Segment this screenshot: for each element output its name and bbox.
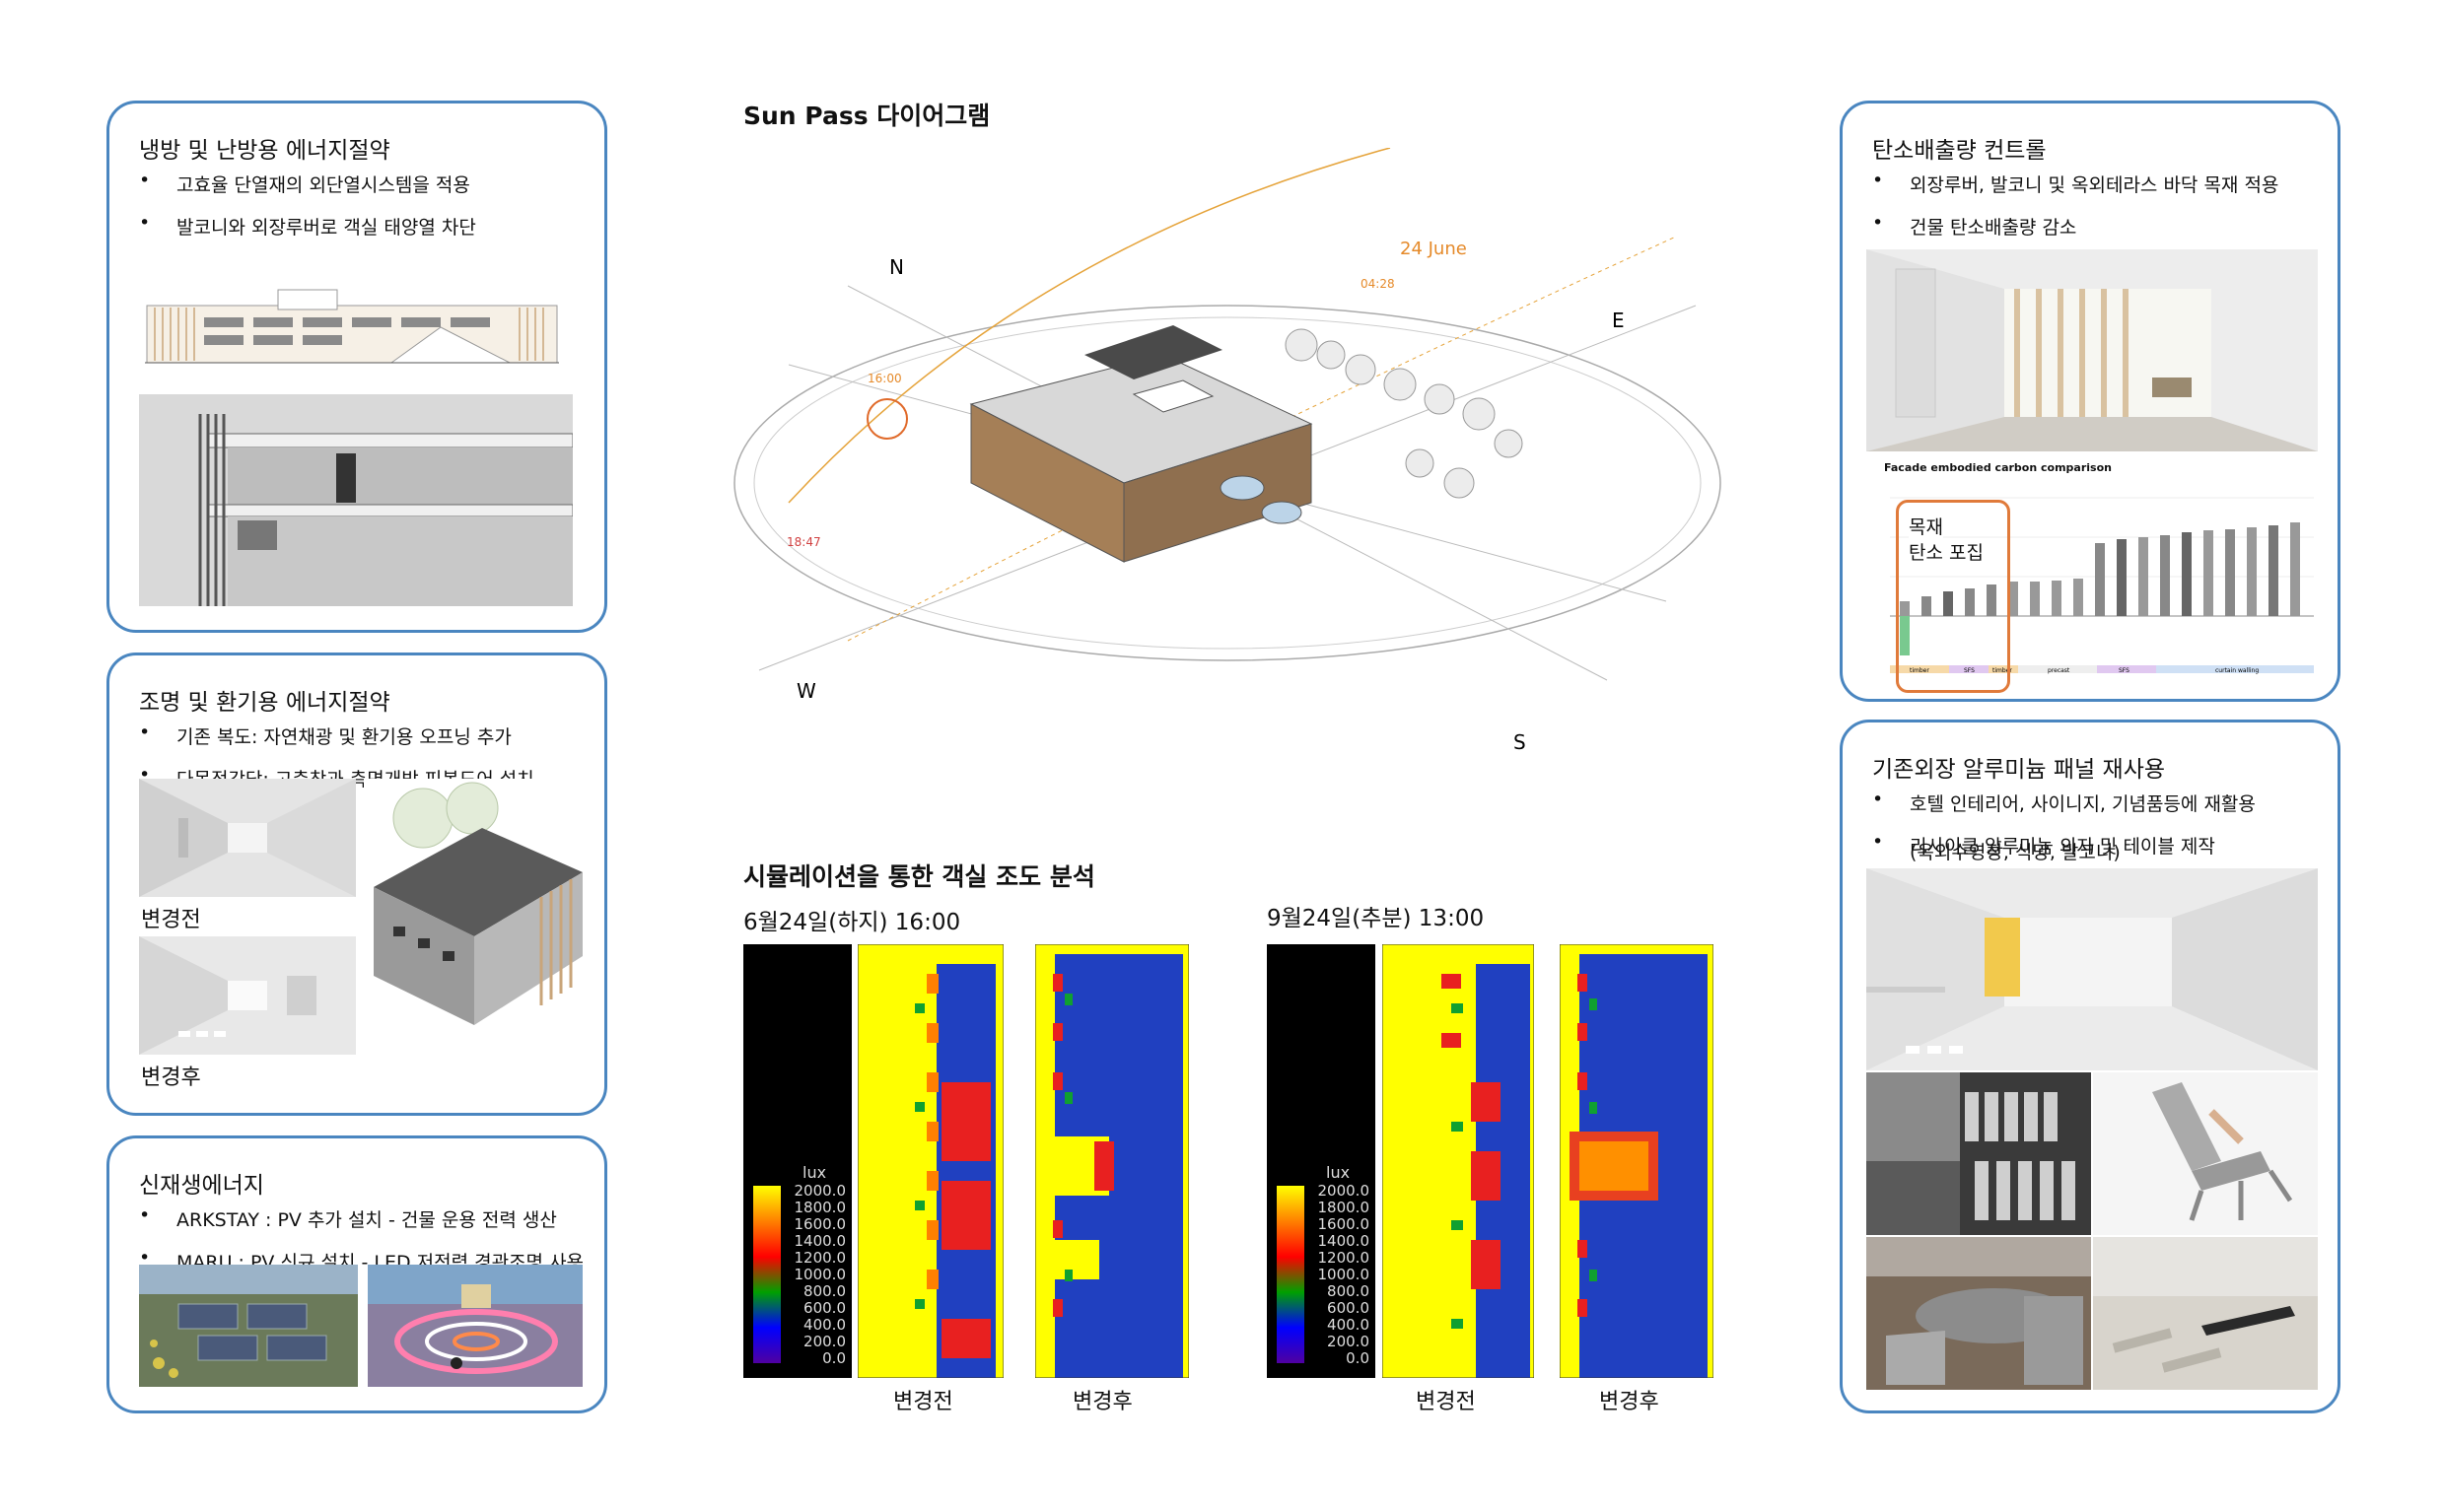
- group-label: curtain walling: [2215, 667, 2259, 674]
- compass-west-label: W: [797, 679, 816, 703]
- group-label: SFS: [2119, 667, 2129, 674]
- rooftop-pv-image: [139, 1265, 358, 1387]
- heatmap-case1-before: [858, 944, 1004, 1378]
- panel-aluminum-reuse: 기존외장 알루미늄 패널 재사용 호텔 인테리어, 사이니지, 기념품등에 재활…: [1840, 720, 2340, 1413]
- panel-title: 신재생에너지: [139, 1173, 264, 1199]
- bullet-item: 고효율 단열재의 외단열시스템을 적용: [139, 170, 476, 197]
- aluminum-chair-photo: [2093, 1072, 2318, 1235]
- simulation-title: 시뮬레이션을 통한 객실 조도 분석: [743, 862, 1095, 891]
- heatmap-case2-after: [1560, 944, 1713, 1378]
- panel-title: 냉방 및 난방용 에너지절약: [139, 138, 390, 164]
- section-render-image: [139, 394, 573, 606]
- balcony-interior-render: [1866, 249, 2318, 451]
- aluminum-signage-photo: [1866, 1072, 2091, 1235]
- legend-color-bar: [753, 1186, 781, 1363]
- bullet-item: 건물 탄소배출량 감소: [1872, 212, 2278, 240]
- legend-color-bar: [1277, 1186, 1304, 1363]
- case1-after-label: 변경후: [1073, 1390, 1133, 1414]
- legend-values: 2000.0 1800.0 1600.0 1400.0 1200.0 1000.…: [1317, 1182, 1370, 1367]
- auditorium-axonometric-image: [364, 779, 583, 1050]
- sunrise-time-label: 04:28: [1361, 277, 1395, 291]
- case1-before-label: 변경전: [893, 1390, 953, 1414]
- callout-line2: 탄소 포집: [1909, 538, 1984, 565]
- panel-cooling-heating: 냉방 및 난방용 에너지절약 고효율 단열재의 외단열시스템을 적용 발코니와 …: [106, 101, 607, 633]
- corridor-signage-render: [1866, 868, 2318, 1070]
- bullet-item: 발코니와 외장루버로 객실 태양열 차단: [139, 212, 476, 240]
- bullet-item: 기존 복도: 자연채광 및 환기용 오프닝 추가: [139, 722, 534, 749]
- panel-title: 조명 및 환기용 에너지절약: [139, 690, 390, 716]
- bullet-list: 호텔 인테리어, 사이니지, 기념품등에 재활용 리사이클 알루미늄 의자 및 …: [1872, 789, 2256, 874]
- bullet-item: 외장루버, 발코니 및 옥외테라스 바닥 목재 적용: [1872, 170, 2278, 197]
- group-label: precast: [2048, 667, 2070, 674]
- afternoon-time-label: 16:00: [868, 372, 902, 385]
- after-caption: 변경후: [141, 1065, 201, 1090]
- bullet-item: ARKSTAY : PV 추가 설치 - 건물 운용 전력 생산: [139, 1204, 584, 1232]
- bullet-item: 리사이클 알루미늄 의자 및 테이블 제작: [1872, 831, 2256, 859]
- bullet-list: 외장루버, 발코니 및 옥외테라스 바닥 목재 적용 건물 탄소배출량 감소: [1872, 170, 2278, 255]
- group-label: timber: [1910, 667, 1929, 674]
- aluminum-bench-photo: [2093, 1237, 2318, 1390]
- callout-line1: 목재: [1909, 513, 1943, 539]
- case2-label: 9월24일(추분) 13:00: [1267, 906, 1485, 931]
- carbon-chart-title: Facade embodied carbon comparison: [1884, 461, 2112, 474]
- panel-renewable-energy: 신재생에너지 ARKSTAY : PV 추가 설치 - 건물 운용 전력 생산 …: [106, 1135, 607, 1413]
- legend-unit: lux: [1326, 1163, 1351, 1182]
- bullet-list: 고효율 단열재의 외단열시스템을 적용 발코니와 외장루버로 객실 태양열 차단: [139, 170, 476, 255]
- legend-unit: lux: [803, 1163, 827, 1182]
- case2-before-label: 변경전: [1416, 1390, 1476, 1414]
- compass-east-label: E: [1612, 309, 1625, 332]
- group-label: timber: [1992, 667, 2012, 674]
- before-caption: 변경전: [141, 908, 201, 932]
- carbon-bar-chart: timber SFS timber precast SFS curtain wa…: [1890, 497, 2314, 674]
- group-label: SFS: [1964, 667, 1975, 674]
- facade-elevation-drawing: [145, 276, 559, 375]
- lux-legend-2: lux 2000.0 1800.0 1600.0 1400.0 1200.0 1…: [1267, 944, 1375, 1378]
- timber-callout-box: 목재 탄소 포집: [1896, 500, 2010, 693]
- legend-values: 2000.0 1800.0 1600.0 1400.0 1200.0 1000.…: [794, 1182, 847, 1367]
- compass-south-label: S: [1513, 730, 1526, 754]
- lux-legend-1: lux 2000.0 1800.0 1600.0 1400.0 1200.0 1…: [743, 944, 852, 1378]
- corridor-before-image: [139, 779, 356, 897]
- sunpath-date-label: 24 June: [1400, 239, 1467, 259]
- panel-lighting-ventilation: 조명 및 환기용 에너지절약 기존 복도: 자연채광 및 환기용 오프닝 추가 …: [106, 653, 607, 1116]
- corridor-after-image: [139, 936, 356, 1055]
- heatmap-case1-after: [1035, 944, 1189, 1378]
- sunpath-diagram: N E S W 24 June 04:28 16:00 18:47: [733, 148, 1721, 754]
- panel-carbon-control: 탄소배출량 컨트롤 외장루버, 발코니 및 옥외테라스 바닥 목재 적용 건물 …: [1840, 101, 2340, 702]
- aluminum-table-photo: [1866, 1237, 2091, 1390]
- case2-after-label: 변경후: [1599, 1390, 1659, 1414]
- sunset-time-label: 18:47: [787, 535, 821, 549]
- panel-title: 탄소배출량 컨트롤: [1872, 138, 2047, 164]
- bullet-note: (옥외수영장, 식당, 발코니): [1910, 842, 2121, 863]
- case1-label: 6월24일(하지) 16:00: [743, 910, 961, 935]
- panel-title: 기존외장 알루미늄 패널 재사용: [1872, 757, 2166, 783]
- plaza-led-lighting-image: [368, 1265, 583, 1387]
- heatmap-case2-before: [1382, 944, 1534, 1378]
- sunpath-title: Sun Pass 다이어그램: [743, 102, 991, 130]
- compass-north-label: N: [889, 255, 904, 279]
- bullet-item: 호텔 인테리어, 사이니지, 기념품등에 재활용: [1872, 789, 2256, 816]
